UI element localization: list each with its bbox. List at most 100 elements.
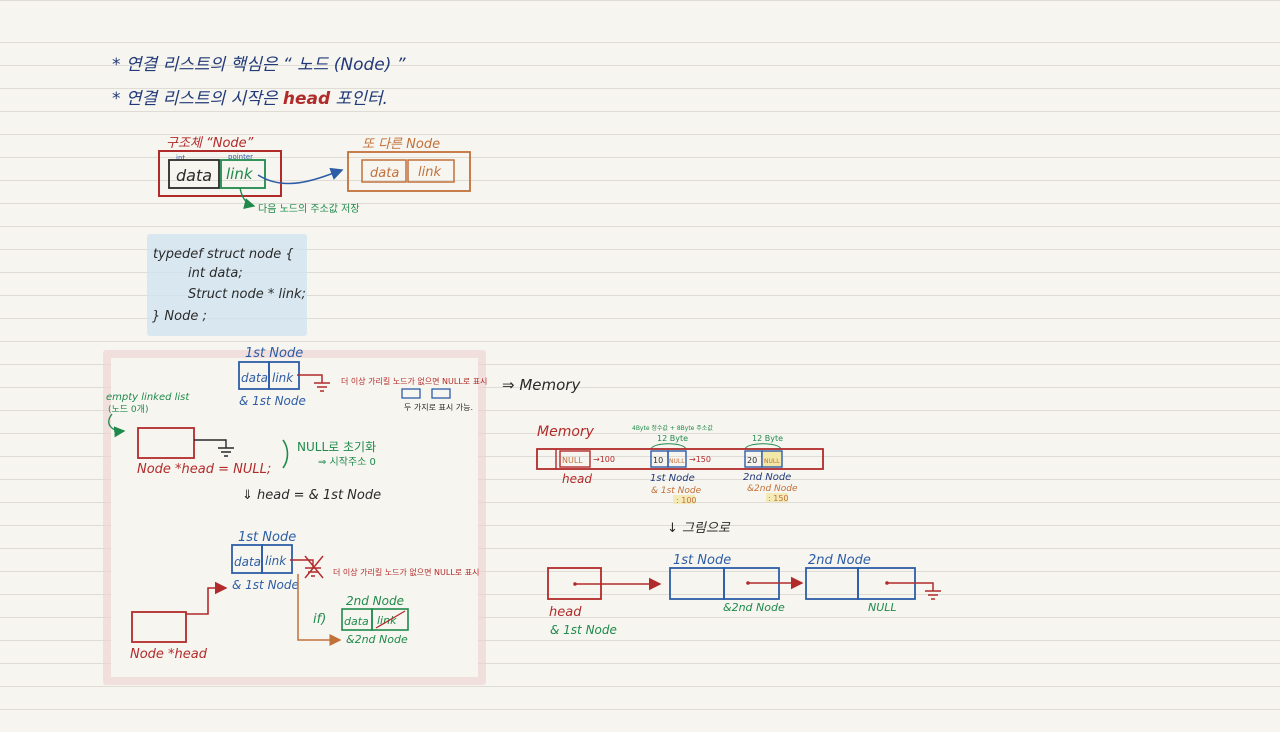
struct-next-arrow xyxy=(257,167,344,185)
struct-data-cell xyxy=(168,159,220,189)
first-node-data-text: data xyxy=(241,371,268,385)
pic-ground xyxy=(887,582,941,600)
memory-n1-val: 10 xyxy=(653,456,663,465)
first-node2-link-text: link xyxy=(265,554,287,568)
empty-list-arrow xyxy=(108,413,126,438)
next-node-link-cell xyxy=(407,159,455,183)
picture-down: ↓ 그림으로 xyxy=(667,521,731,536)
struct-int-label: int xyxy=(176,154,185,162)
next-node-data-text: data xyxy=(370,166,399,181)
memory-n1-link-cell xyxy=(667,450,687,468)
memory-heading: ⇒ Memory xyxy=(502,376,581,394)
second-node-addr: &2nd Node xyxy=(346,633,408,646)
head-box xyxy=(131,611,187,643)
memory-n1-link: NULL xyxy=(669,458,685,465)
init-sub: ⇒ 시작주소 0 xyxy=(318,456,376,468)
code-line-3: Struct node * link; xyxy=(188,287,306,302)
second-node-data-text: data xyxy=(344,615,369,628)
note-line-2-suffix: 포인터. xyxy=(330,89,388,109)
pic-first-data xyxy=(669,567,725,600)
second-node-strike xyxy=(375,610,406,629)
init-note: NULL로 초기화 xyxy=(297,440,376,454)
memory-note-top: 4Byte 정수값 + 8Byte 주소값 xyxy=(632,424,713,432)
first-node-link-text: link xyxy=(272,371,294,385)
struct-outer-box xyxy=(158,150,282,197)
memory-strip xyxy=(536,448,824,470)
link-to-second-arrow xyxy=(297,574,342,646)
null-note-2: 두 가지로 표시 가능. xyxy=(404,403,473,412)
null-mark-a xyxy=(401,388,421,399)
empty-list-label: empty linked list xyxy=(106,392,190,403)
next-node-title: 또 다른 Node xyxy=(362,137,440,152)
left-inner-paper xyxy=(111,358,478,677)
memory-byte-1: 12 Byte xyxy=(657,434,688,443)
first-node-addr: & 1st Node xyxy=(239,394,306,408)
memory-n2-val-highlight xyxy=(766,493,788,502)
struct-title: 구조체 “Node” xyxy=(166,136,254,151)
null-note-1: 더 이상 가리킬 노드가 없으면 NULL로 표시 xyxy=(341,376,487,386)
struct-data-text: data xyxy=(176,166,212,185)
first-node2-data-text: data xyxy=(234,555,261,569)
struct-pointer-label: pointer xyxy=(228,153,253,161)
empty-list-sub: (노드 0개) xyxy=(108,404,148,415)
head-label: Node *head xyxy=(130,647,208,662)
empty-head-ground xyxy=(194,439,234,457)
memory-n2-link-cell xyxy=(761,450,783,468)
memory-brace-1 xyxy=(650,443,687,450)
memory-n2-addr-val: : 150 xyxy=(768,494,789,503)
memory-arrow-2: →150 xyxy=(689,455,711,464)
memory-arrow-1: →100 xyxy=(593,455,615,464)
next-node-outer xyxy=(347,151,471,192)
second-node-title: 2nd Node xyxy=(346,594,404,608)
memory-n2-addr: &2nd Node xyxy=(747,484,798,494)
code-line-4: } Node ; xyxy=(152,309,207,324)
struct-link-text: link xyxy=(226,165,254,183)
assign-line: ⇓ head = & 1st Node xyxy=(242,488,381,503)
first-node2-strike xyxy=(304,555,324,579)
pic-head-label: head xyxy=(549,605,582,620)
code-line-2: int data; xyxy=(188,266,243,281)
pic-second-addr: &2nd Node xyxy=(723,601,785,614)
first-node2-addr: & 1st Node xyxy=(232,578,299,592)
pic-null-label: NULL xyxy=(868,601,897,614)
first-node2-link-cell xyxy=(261,544,293,574)
struct-link-cell xyxy=(220,159,266,189)
first-node-title: 1st Node xyxy=(245,346,303,361)
code-line-1: typedef struct node { xyxy=(153,247,294,262)
second-node-link-cell xyxy=(371,608,409,631)
note-line-1: * 연결 리스트의 핵심은 “ 노드 (Node) ” xyxy=(112,55,406,75)
memory-n1-label: 1st Node xyxy=(650,473,695,484)
pic-first-title: 1st Node xyxy=(673,553,731,568)
empty-head-box xyxy=(137,427,195,459)
init-brace xyxy=(282,439,289,469)
pic-second-data xyxy=(805,567,859,600)
memory-byte-2: 12 Byte xyxy=(752,434,783,443)
note-line-2-prefix: * 연결 리스트의 시작은 xyxy=(112,89,283,109)
head-to-first-arrow xyxy=(186,581,228,615)
first-node-title-2: 1st Node xyxy=(238,530,296,545)
memory-n1-addr: & 1st Node xyxy=(651,486,702,496)
null-note-3: 더 이상 가리킬 노드가 없으면 NULL로 표시 xyxy=(333,567,479,577)
code-highlight xyxy=(147,234,307,336)
head-decl: Node *head = NULL; xyxy=(137,462,271,477)
note-line-2: * 연결 리스트의 시작은 head 포인터. xyxy=(112,89,388,109)
memory-n1-val-highlight xyxy=(673,495,695,504)
memory-head-null: NULL xyxy=(562,456,583,465)
memory-head-cell xyxy=(559,450,591,468)
memory-n2-val: 20 xyxy=(747,456,757,465)
note-line-2-head: head xyxy=(283,89,331,109)
memory-brace-2 xyxy=(744,443,782,450)
memory-n2-label: 2nd Node xyxy=(743,472,791,483)
first-node-ground xyxy=(297,374,330,392)
if-label: if) xyxy=(313,612,326,627)
memory-label: Memory xyxy=(537,424,595,440)
next-node-data-cell xyxy=(361,159,407,183)
struct-caption-arrow xyxy=(239,187,256,210)
struct-caption: 다음 노드의 주소값 저장 xyxy=(258,203,360,215)
pic-head-addr: & 1st Node xyxy=(550,623,617,637)
pic-second-title: 2nd Node xyxy=(808,553,871,568)
next-node-link-text: link xyxy=(418,165,441,180)
memory-n2-link: NULL xyxy=(764,458,780,465)
memory-head-label: head xyxy=(562,472,592,486)
